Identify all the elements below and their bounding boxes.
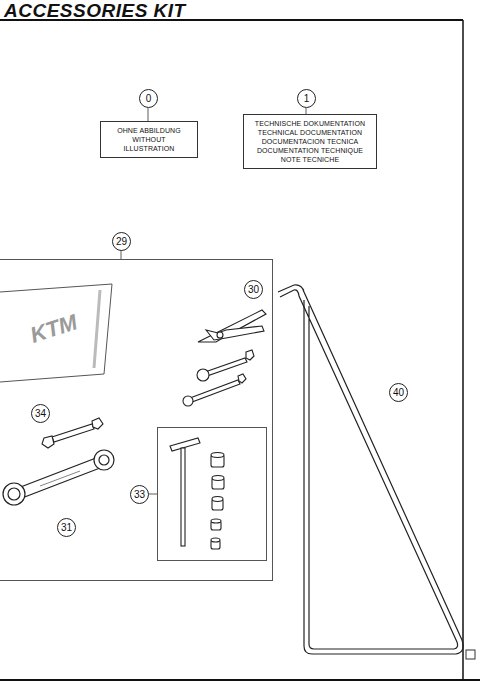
box-text: TECHNISCHE DOKUMENTATION TECHNICAL DOCUM… <box>249 119 371 164</box>
group-box: 33 <box>157 427 267 561</box>
text-box: TECHNISCHE DOKUMENTATION TECHNICAL DOCUM… <box>243 114 377 169</box>
text-box: OHNE ABBILDUNG WITHOUT ILLUSTRATION <box>100 121 198 158</box>
callout-number: 40 <box>389 383 408 402</box>
callout-number: 33 <box>130 485 149 504</box>
callout-number: 29 <box>112 232 131 251</box>
callout-number: 34 <box>31 404 50 423</box>
brand-logo: KTM <box>27 309 80 348</box>
box-text: OHNE ABBILDUNG WITHOUT ILLUSTRATION <box>106 126 192 153</box>
callout-number: 0 <box>139 89 158 108</box>
page-title: ACCESSORIES KIT <box>4 0 186 22</box>
callout-number: 30 <box>244 280 263 299</box>
callout-number: 31 <box>57 518 76 537</box>
callout-number: 1 <box>297 89 316 108</box>
